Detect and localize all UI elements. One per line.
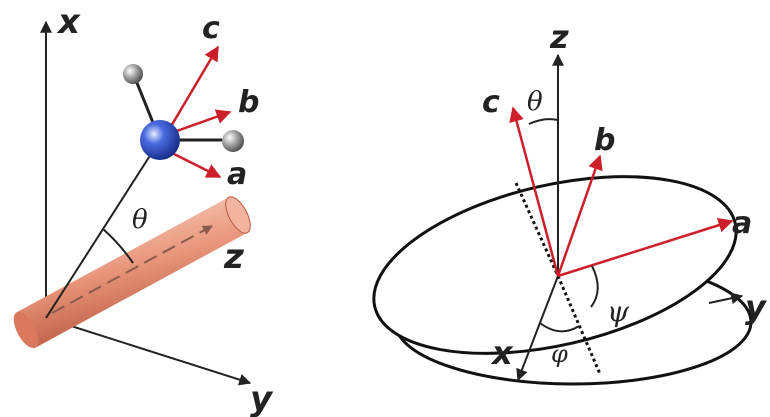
right-a-label: a (732, 206, 752, 241)
right-theta-arc (528, 118, 559, 125)
right-phi-arc (539, 322, 580, 333)
right-x-label: x (490, 334, 514, 372)
left-a-label: a (227, 157, 247, 192)
right-vector-c (509, 106, 560, 277)
left-theta-label: θ (132, 205, 148, 235)
right-psi-arc (590, 265, 599, 308)
right-vector-a (557, 217, 734, 278)
left-z-label: z (223, 237, 244, 277)
left-diagram: θ x c b a z y (13, 2, 274, 417)
left-z-dashed-arrow (51, 225, 213, 314)
right-y-label: y (745, 288, 767, 326)
left-vector-b (173, 109, 232, 134)
central-atom (140, 120, 180, 160)
ligand-atom-top (123, 64, 143, 84)
right-psi-label: ψ (607, 295, 630, 328)
left-z-cylinder (13, 196, 251, 349)
right-theta-label: θ (527, 87, 543, 117)
right-b-label: b (594, 123, 615, 158)
left-b-label: b (238, 85, 259, 120)
right-phi-label: φ (551, 340, 568, 368)
right-vector-b (556, 154, 603, 277)
right-x-axis (516, 275, 559, 382)
right-diagram: z c θ b a ψ y x φ (372, 18, 767, 386)
right-node-line-upper (514, 182, 560, 277)
ligand-atom-right (222, 130, 244, 152)
left-vector-c (168, 45, 220, 129)
left-vector-a (169, 150, 222, 179)
right-c-label: c (482, 85, 500, 120)
right-y-axis (708, 292, 744, 305)
left-y-axis (45, 317, 252, 386)
left-c-label: c (202, 11, 220, 46)
left-x-label: x (56, 2, 81, 42)
left-y-label: y (250, 379, 274, 417)
right-z-label: z (549, 18, 569, 56)
left-theta-arc (102, 228, 134, 264)
